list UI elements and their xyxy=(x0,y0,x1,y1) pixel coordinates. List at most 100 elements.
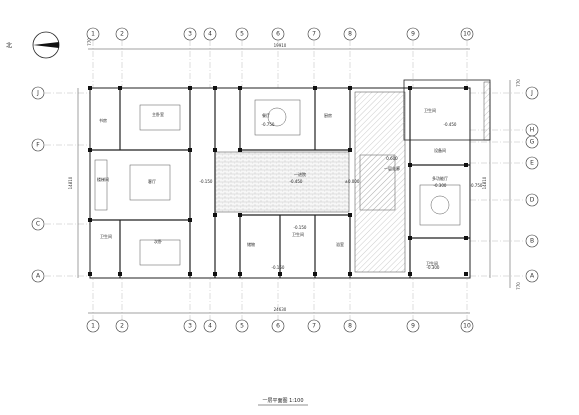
grid-row-right-H: H xyxy=(525,123,539,137)
dim-right-top: 770 xyxy=(516,79,521,87)
grid-row-right-G-label: G xyxy=(530,139,535,146)
grid-col-top-3: 3 xyxy=(183,27,197,41)
structural-column xyxy=(238,272,242,276)
structural-column xyxy=(348,213,352,217)
grid-col-bottom-8: 8 xyxy=(343,319,357,333)
grid-row-right-E-label: E xyxy=(530,160,534,167)
label-bath-mid: 浴室 xyxy=(336,241,344,247)
level-3: -0.750 xyxy=(262,122,275,127)
label-bedroom-main: 主卧室 xyxy=(152,111,164,117)
label-living: 客厅 xyxy=(148,178,156,184)
grid-row-right-A-label: A xyxy=(530,273,535,280)
dim-bottom-total: 24630 xyxy=(274,307,287,312)
label-toilet-mid: 卫生间 xyxy=(292,231,304,237)
label-dining: 多功能厅 xyxy=(432,175,448,181)
grid-col-top-8-label: 8 xyxy=(348,31,352,38)
grid-col-top-6: 6 xyxy=(271,27,285,41)
grid-row-right-J-label: J xyxy=(530,90,533,97)
grid-col-bottom-4-label: 4 xyxy=(208,323,212,330)
grid-col-bottom-8-label: 8 xyxy=(348,323,352,330)
grid-col-top-5: 5 xyxy=(235,27,249,41)
grid-row-left-A-label: A xyxy=(36,273,41,280)
level-marks: -0.150 -0.450 -0.750 ±0.000 -0.300 -0.15… xyxy=(200,122,483,270)
grid-row-left-J: J xyxy=(31,86,45,100)
grid-col-bottom-9-label: 9 xyxy=(411,323,415,330)
grid-col-top-6-label: 6 xyxy=(276,31,280,38)
grid-col-bottom-10: 10 xyxy=(460,319,474,333)
grid-row-right-H-label: H xyxy=(530,127,535,134)
label-study: 书房 xyxy=(99,117,107,123)
grid-col-top-5-label: 5 xyxy=(240,31,244,38)
grid-col-top-3-label: 3 xyxy=(188,31,192,38)
label-garage: 设备间 xyxy=(434,147,446,153)
grid-row-left-A: A xyxy=(31,269,45,283)
label-bedroom: 次卧 xyxy=(154,238,162,244)
structural-column xyxy=(213,148,217,152)
grid-row-right-B-label: B xyxy=(530,238,534,245)
building xyxy=(88,79,491,279)
grid-row-right-G: G xyxy=(525,135,539,149)
dim-right-total: 14810 xyxy=(482,176,487,189)
north-arrow: 北 xyxy=(6,31,60,59)
structural-column xyxy=(408,272,412,276)
caption-text: 一层平面图 1:100 xyxy=(263,398,304,404)
grid-col-bottom-6-label: 6 xyxy=(276,323,280,330)
grid-row-right-B: B xyxy=(525,234,539,248)
grid-bubbles-top: 1 2 3 4 5 6 7 8 9 10 xyxy=(86,27,474,41)
grid-col-bottom-5-label: 5 xyxy=(240,323,244,330)
grid-col-top-10: 10 xyxy=(460,27,474,41)
level-5: -0.300 xyxy=(434,183,447,188)
grid-col-top-7-label: 7 xyxy=(312,31,316,38)
grid-col-top-2-label: 2 xyxy=(120,31,124,38)
grid-col-bottom-3: 3 xyxy=(183,319,197,333)
structural-column xyxy=(408,163,412,167)
grid-col-top-1-label: 1 xyxy=(91,31,95,38)
structural-column xyxy=(213,213,217,217)
structural-column xyxy=(464,272,468,276)
grid-row-right-D: D xyxy=(525,193,539,207)
level-2: -0.450 xyxy=(290,179,303,184)
grid-col-bottom-2-label: 2 xyxy=(120,323,124,330)
label-bath-left: 卫生间 xyxy=(100,233,112,239)
grid-row-left-F-label: F xyxy=(36,142,40,149)
structural-column xyxy=(408,86,412,90)
grid-col-top-4-label: 4 xyxy=(208,31,212,38)
grid-row-right-E: E xyxy=(525,156,539,170)
structural-column xyxy=(118,86,122,90)
structural-column xyxy=(188,272,192,276)
label-storage: 储物 xyxy=(247,241,255,247)
grid-lines-horizontal xyxy=(45,92,525,277)
grid-col-top-9: 9 xyxy=(406,27,420,41)
level-11: -0.150 xyxy=(272,265,285,270)
structural-column xyxy=(313,272,317,276)
grid-row-left-J-label: J xyxy=(36,90,39,97)
structural-column xyxy=(88,218,92,222)
label-stair: 楼梯间 xyxy=(97,176,109,182)
north-label: 北 xyxy=(6,42,12,50)
structural-column xyxy=(464,163,468,167)
structural-column xyxy=(118,272,122,276)
structural-column xyxy=(464,236,468,240)
structural-column xyxy=(213,272,217,276)
label-hall-top: 餐厅 xyxy=(262,112,270,118)
level-10: -0.300 xyxy=(427,265,440,270)
grid-col-top-1: 1 xyxy=(86,27,100,41)
grid-bubbles-right: J HG E D B A xyxy=(525,86,539,283)
room-labels: 书房 主卧室 楼梯间 客厅 卫生间 次卧 餐厅 厨房 一进院 储物 卫生间 浴室… xyxy=(97,107,448,266)
grid-col-bottom-1-label: 1 xyxy=(91,323,95,330)
structural-column xyxy=(188,218,192,222)
grid-col-top-4: 4 xyxy=(203,27,217,41)
structural-column xyxy=(408,236,412,240)
level-8: -0.750 xyxy=(470,183,483,188)
grid-col-bottom-4: 4 xyxy=(203,319,217,333)
grid-col-bottom-10-label: 10 xyxy=(463,323,471,330)
structural-column xyxy=(348,272,352,276)
grid-bubbles-left: J F C A xyxy=(31,86,45,283)
grid-row-left-F: F xyxy=(31,138,45,152)
grid-row-left-C-label: C xyxy=(36,221,40,228)
grid-col-bottom-6: 6 xyxy=(271,319,285,333)
grid-row-right-A: A xyxy=(525,269,539,283)
grid-col-bottom-9: 9 xyxy=(406,319,420,333)
structural-column xyxy=(238,213,242,217)
